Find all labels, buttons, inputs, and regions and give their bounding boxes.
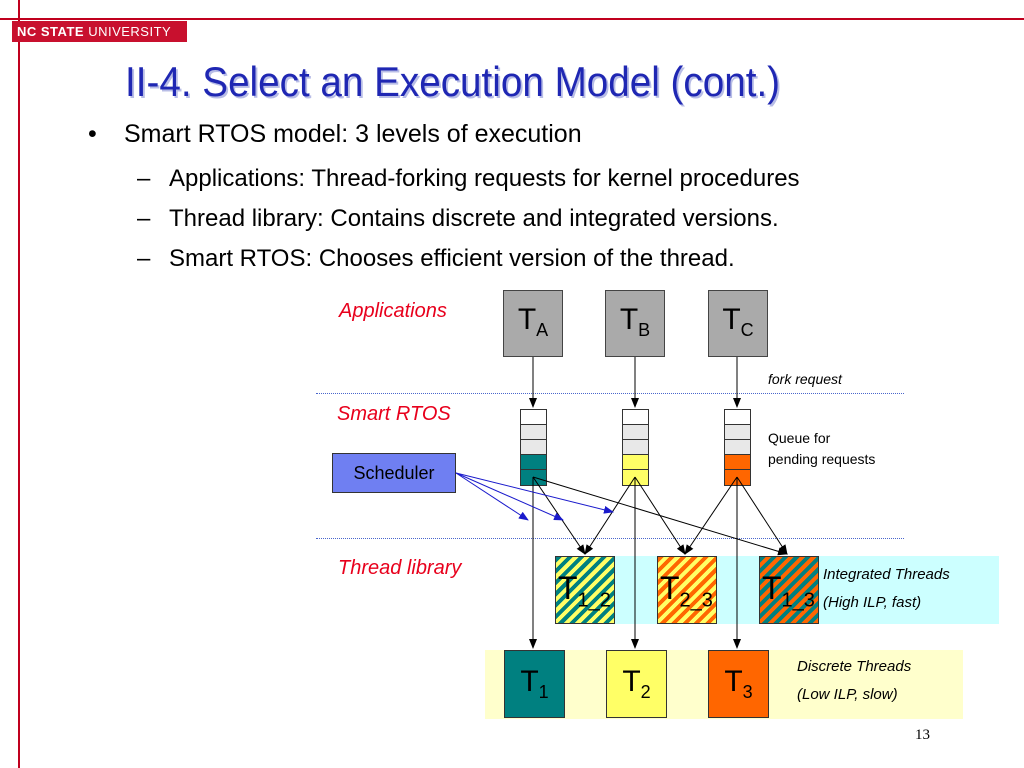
queue-2 (622, 409, 649, 486)
discrete-label-line2: (Low ILP, slow) (797, 686, 898, 703)
scheduler-box: Scheduler (332, 453, 456, 493)
thread-subscript: 1 (538, 682, 549, 702)
integrated-label-line2: (High ILP, fast) (823, 594, 922, 611)
ncsu-logo: NC STATE UNIVERSITY (12, 21, 187, 42)
thread-library-label: Thread library (338, 557, 462, 579)
separator-line (316, 393, 904, 394)
dispatch-arrow-q3-t13 (736, 476, 788, 555)
dash-icon: – (137, 205, 151, 232)
thread-letter: T (619, 303, 639, 336)
queue-label-line1: Queue for (768, 430, 831, 446)
discrete-label-line1: Discrete Threads (797, 658, 912, 675)
dispatch-arrow-q1-t12 (532, 476, 586, 555)
separator-line (316, 538, 904, 539)
thread-box-c: TC (708, 290, 768, 357)
fork-request-label: fork request (768, 371, 842, 387)
discrete-thread-2: T2 (606, 650, 667, 718)
integrated-thread-1-2: T1_2 (555, 556, 615, 624)
left-rule (18, 0, 20, 768)
thread-box-b: TB (605, 290, 665, 357)
dash-icon: – (137, 165, 151, 192)
thread-letter: T (724, 665, 743, 698)
applications-label: Applications (339, 300, 447, 322)
logo-bold-text: NC STATE (17, 24, 85, 39)
sub-bullet-1: –Applications: Thread-forking requests f… (137, 165, 800, 193)
thread-letter: T (517, 303, 537, 336)
page-number: 13 (915, 727, 930, 743)
logo-rest-text: UNIVERSITY (84, 24, 172, 39)
sub-bullet-text: Thread library: Contains discrete and in… (169, 205, 779, 232)
smart-rtos-label: Smart RTOS (337, 403, 451, 425)
thread-subscript: 2_3 (679, 589, 713, 612)
thread-subscript: 2 (640, 682, 651, 702)
thread-subscript: 3 (742, 682, 753, 702)
integrated-thread-2-3: T2_3 (657, 556, 717, 624)
queue-label-line2: pending requests (768, 451, 876, 467)
thread-subscript: C (740, 320, 754, 340)
bullet-main: • Smart RTOS model: 3 levels of execution (88, 120, 582, 149)
thread-subscript: B (638, 320, 651, 340)
integrated-label-line1: Integrated Threads (823, 566, 950, 583)
dispatch-arrow-q2-t23 (634, 476, 686, 555)
discrete-thread-1: T1 (504, 650, 565, 718)
thread-letter: T (558, 570, 578, 606)
sub-bullet-text: Applications: Thread-forking requests fo… (169, 165, 800, 192)
dash-icon: – (137, 245, 151, 272)
scheduler-arrow (455, 472, 529, 521)
top-rule (0, 18, 1024, 20)
sub-bullet-3: –Smart RTOS: Chooses efficient version o… (137, 245, 735, 273)
queue-3 (724, 409, 751, 486)
thread-letter: T (622, 665, 641, 698)
slide-title: II-4. Select an Execution Model (cont.) (125, 58, 781, 105)
integrated-thread-1-3: T1_3 (759, 556, 819, 624)
thread-letter: T (660, 570, 680, 606)
thread-letter: T (520, 665, 539, 698)
bullet-dot-icon: • (88, 120, 97, 148)
thread-letter: T (762, 570, 782, 606)
thread-subscript: 1_3 (781, 589, 815, 612)
sub-bullet-text: Smart RTOS: Chooses efficient version of… (169, 245, 735, 272)
thread-subscript: 1_2 (577, 589, 611, 612)
discrete-thread-3: T3 (708, 650, 769, 718)
thread-letter: T (722, 303, 741, 336)
dispatch-arrow-q3-t23 (684, 476, 738, 555)
sub-bullet-2: –Thread library: Contains discrete and i… (137, 205, 779, 233)
dispatch-arrow-q1-t13 (532, 476, 788, 556)
thread-subscript: A (536, 320, 549, 340)
queue-1 (520, 409, 547, 486)
bullet-main-text: Smart RTOS model: 3 levels of execution (124, 120, 582, 148)
dispatch-arrow-q2-t12 (584, 476, 636, 555)
thread-box-a: TA (503, 290, 563, 357)
